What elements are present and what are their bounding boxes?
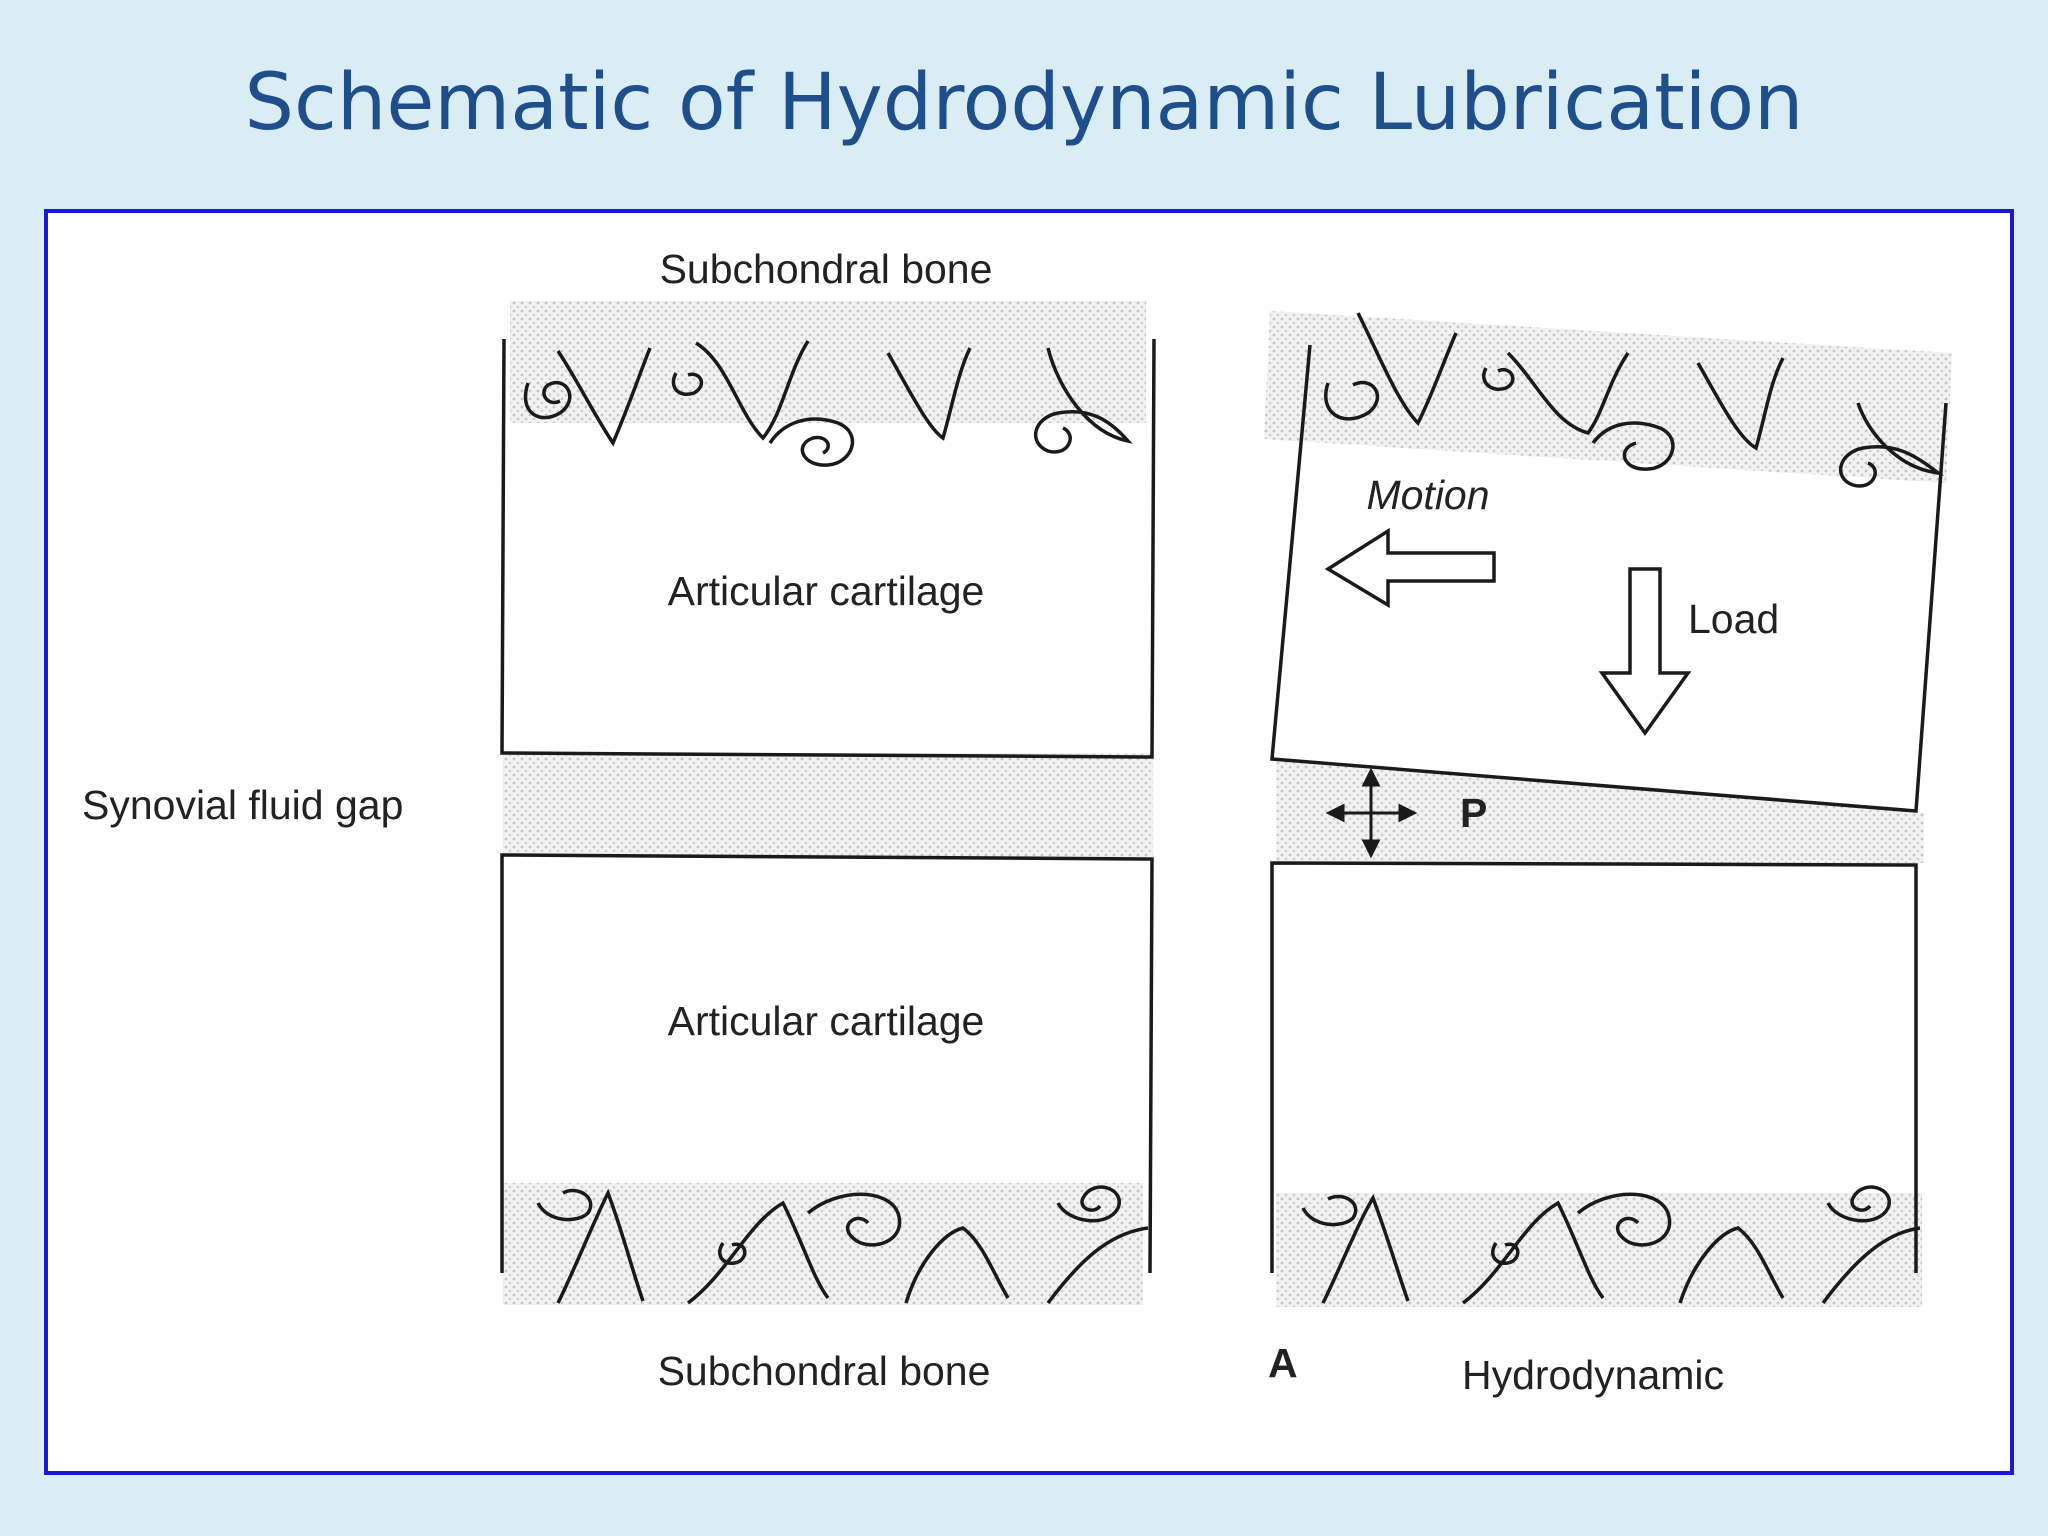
right-top-fiber-coil-1 [1324, 381, 1380, 421]
left-top-fiber-3 [768, 417, 855, 467]
pressure-arrows-icon [1325, 767, 1418, 859]
right-upper-cartilage-outline [1270, 344, 1948, 813]
label-panel-letter: A [1268, 1340, 1298, 1386]
label-top-subchondral-bone: Subchondral bone [660, 246, 993, 292]
left-top-fiber-1 [556, 347, 652, 447]
right-top-fiber-1 [1356, 312, 1458, 426]
right-diagram [1264, 311, 1952, 1307]
left-bottom-fiber-3 [904, 1226, 1010, 1304]
label-pressure: P [1460, 790, 1487, 836]
label-bottom-subchondral-bone: Subchondral bone [658, 1348, 991, 1394]
left-upper-cartilage-outline [500, 338, 1156, 759]
right-top-fiber-4 [1696, 357, 1785, 451]
label-articular-cartilage-upper: Articular cartilage [668, 568, 985, 614]
right-lower-cartilage-outline [1270, 861, 1918, 1273]
left-bottom-fiber-coil-4 [1056, 1185, 1121, 1223]
right-bottom-fiber-2 [1461, 1200, 1605, 1305]
label-articular-cartilage-lower: Articular cartilage [668, 998, 985, 1044]
diagram-panel: Subchondral bone Articular cartilage Syn… [44, 209, 2014, 1475]
right-top-fiber-5 [1838, 402, 1944, 488]
slide-title: Schematic of Hydrodynamic Lubrication [244, 58, 1804, 148]
left-top-fiber-coil-2 [671, 372, 704, 396]
right-bottom-fiber-coil-1 [1301, 1194, 1358, 1227]
right-bottom-fiber-coil-2 [1576, 1192, 1672, 1247]
left-top-fiber-4 [886, 347, 972, 441]
left-diagram [500, 301, 1156, 1305]
left-top-fiber-coil-1 [523, 381, 572, 420]
right-top-bone-band [1264, 311, 1952, 483]
label-synovial-fluid-gap: Synovial fluid gap [82, 782, 403, 828]
left-bottom-fiber-4 [1046, 1226, 1149, 1305]
right-top-fiber-3 [1591, 421, 1675, 471]
left-top-fiber-2 [695, 340, 810, 441]
left-bottom-fiber-coil-5 [718, 1242, 747, 1265]
right-bottom-fiber-3 [1678, 1226, 1785, 1304]
left-bottom-fiber-coil-1 [536, 1188, 593, 1222]
right-bottom-bone-band [1276, 1193, 1922, 1307]
right-bottom-fiber-coil-4 [1826, 1185, 1891, 1223]
right-bottom-fiber-1 [1321, 1193, 1410, 1304]
right-bottom-fiber-4 [1821, 1226, 1921, 1305]
left-bottom-fiber-1 [556, 1188, 645, 1304]
label-load: Load [1688, 596, 1779, 642]
left-top-fiber-5 [1033, 347, 1133, 454]
lubrication-diagram: Subchondral bone Articular cartilage Syn… [82, 246, 1952, 1398]
motion-arrow [1324, 527, 1496, 609]
right-top-fiber-coil-2 [1482, 367, 1515, 391]
right-top-fiber-2 [1506, 351, 1630, 436]
load-arrow [1598, 567, 1692, 737]
left-top-bone-band [510, 301, 1146, 423]
left-fluid-gap-band [503, 753, 1153, 857]
label-hydrodynamic-caption: Hydrodynamic [1462, 1352, 1724, 1398]
label-motion: Motion [1366, 472, 1489, 518]
left-lower-cartilage-outline [500, 853, 1154, 1274]
left-bottom-fiber-2 [686, 1200, 830, 1305]
right-bottom-fiber-coil-5 [1491, 1242, 1520, 1265]
right-fluid-gap-wedge [1276, 761, 1924, 863]
left-bottom-fiber-coil-2 [806, 1192, 902, 1247]
